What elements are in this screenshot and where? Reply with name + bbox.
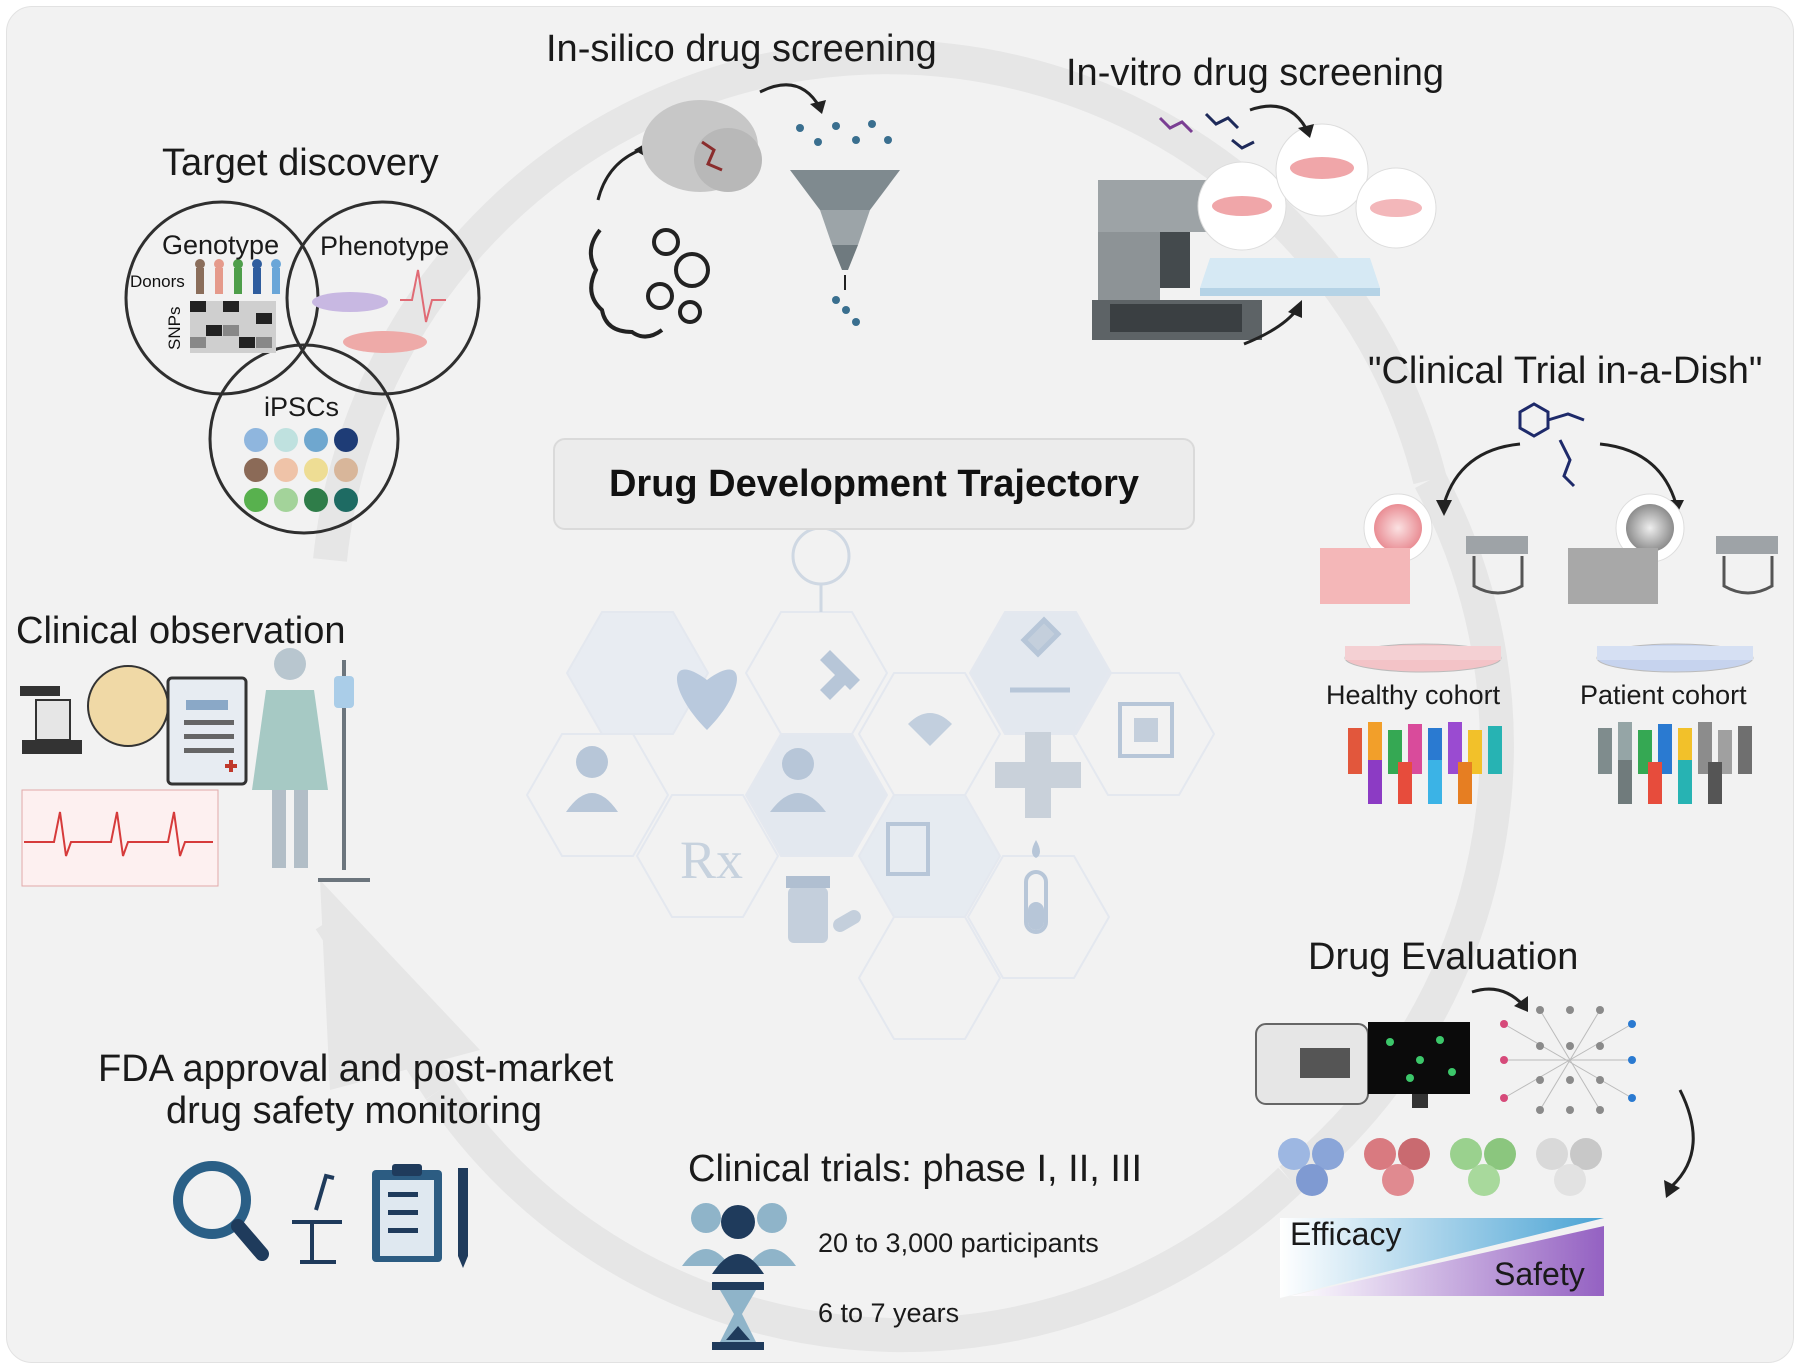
healthy-crowd bbox=[1348, 722, 1502, 804]
patient-dish-group bbox=[1568, 493, 1778, 673]
molecule-dots bbox=[796, 120, 892, 326]
pink-cell-insets bbox=[1197, 123, 1437, 251]
label-efficacy: Efficacy bbox=[1290, 1216, 1402, 1252]
label-clinical-trials: Clinical trials: phase I, II, III bbox=[688, 1148, 1143, 1190]
label-years: 6 to 7 years bbox=[818, 1298, 960, 1328]
ipsc-colonies bbox=[244, 428, 358, 512]
neural-network-icon bbox=[1500, 1006, 1636, 1114]
label-target-discovery: Target discovery bbox=[162, 142, 439, 184]
heart-icon bbox=[677, 669, 737, 730]
label-genotype: Genotype bbox=[162, 230, 280, 260]
label-phenotype: Phenotype bbox=[320, 231, 450, 261]
label-snps: SNPs bbox=[165, 306, 184, 350]
drug-molecule bbox=[1518, 402, 1585, 488]
phenotype-cells bbox=[312, 269, 446, 353]
molecule-cluster bbox=[1158, 112, 1255, 150]
snp-matrix bbox=[190, 301, 276, 353]
curved-arrow bbox=[596, 146, 647, 201]
ecg-strip bbox=[21, 789, 219, 887]
clipboard-icon bbox=[166, 676, 248, 786]
circuit-icon bbox=[1118, 702, 1174, 758]
label-safety: Safety bbox=[1494, 1256, 1585, 1292]
center-title-box: Drug Development Trajectory bbox=[553, 438, 1195, 530]
hourglass-icon bbox=[712, 1282, 764, 1350]
dropper-icon bbox=[820, 650, 860, 700]
protein-blob bbox=[642, 100, 762, 192]
label-participants: 20 to 3,000 participants bbox=[818, 1228, 1099, 1258]
label-patient-cohort: Patient cohort bbox=[1580, 680, 1747, 710]
label-in-vitro: In-vitro drug screening bbox=[1066, 52, 1445, 94]
robot-dispenser-icon bbox=[1092, 180, 1262, 340]
healthy-dish-group bbox=[1320, 493, 1528, 673]
organoid-clusters bbox=[1278, 1138, 1602, 1196]
donor-figures bbox=[195, 259, 281, 294]
people-icon bbox=[682, 1203, 796, 1274]
rx-icon: Rx bbox=[680, 830, 743, 890]
cycle-arrowhead bbox=[320, 880, 480, 1090]
patient-crowd bbox=[1598, 722, 1752, 804]
checklist-icon bbox=[372, 1164, 468, 1268]
label-ipscs: iPSCs bbox=[264, 392, 340, 422]
brain-gears-icon bbox=[588, 228, 710, 339]
label-clinical-trial-dish: "Clinical Trial in-a-Dish" bbox=[1368, 350, 1763, 392]
pill-bottle-icon bbox=[788, 887, 828, 943]
label-in-silico: In-silico drug screening bbox=[546, 28, 937, 70]
imaging-device-icon bbox=[1255, 1022, 1470, 1108]
well-plate bbox=[1200, 258, 1380, 296]
label-healthy-cohort: Healthy cohort bbox=[1326, 680, 1501, 710]
label-drug-evaluation: Drug Evaluation bbox=[1308, 936, 1579, 978]
test-tube-icon bbox=[1024, 870, 1048, 934]
microscope-icon bbox=[20, 665, 169, 754]
hexagon-icon-grid bbox=[525, 611, 1216, 1040]
hexagon-icons: Rx bbox=[566, 526, 1174, 943]
efficacy-safety-bar bbox=[1280, 1218, 1604, 1298]
desk-icon bbox=[292, 1173, 342, 1264]
label-donors: Donors bbox=[130, 272, 185, 291]
center-title: Drug Development Trajectory bbox=[608, 462, 1140, 505]
label-fda-line2: drug safety monitoring bbox=[166, 1090, 542, 1132]
magnifier-icon bbox=[173, 1161, 269, 1261]
doctor-icon bbox=[576, 746, 608, 778]
label-fda-line1: FDA approval and post-market bbox=[98, 1048, 614, 1090]
funnel-icon bbox=[790, 170, 900, 290]
patient-iv-icon bbox=[252, 648, 370, 882]
label-clinical-observation: Clinical observation bbox=[16, 610, 346, 652]
